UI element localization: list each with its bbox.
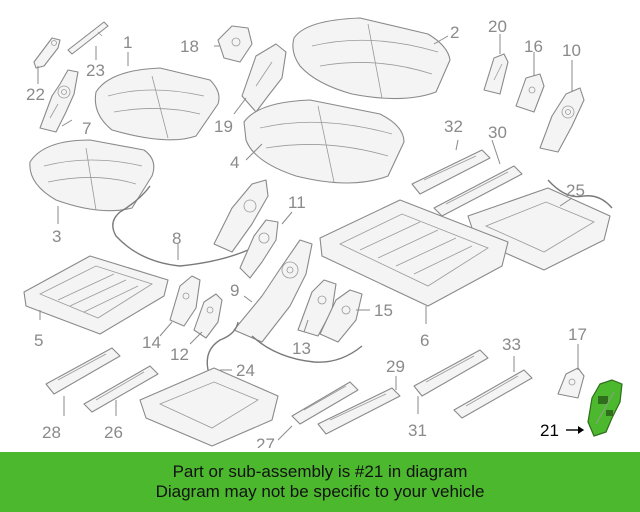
callout-25: 25 [566, 181, 585, 200]
part-23-rod[interactable] [67, 21, 109, 55]
part-33-track-rail[interactable] [453, 369, 533, 419]
callout-10: 10 [562, 41, 581, 60]
part-20-bracket[interactable] [483, 53, 509, 95]
part-17-bracket[interactable] [557, 367, 585, 399]
callout-16: 16 [524, 37, 543, 56]
info-banner: Part or sub-assembly is #21 in diagram D… [0, 452, 640, 512]
callout-33: 33 [502, 335, 521, 354]
part-26-track-rail[interactable] [83, 365, 159, 413]
banner-line-part-number: Part or sub-assembly is #21 in diagram [172, 462, 468, 481]
callout-21: 21 [540, 421, 559, 440]
part-14-bracket[interactable] [169, 275, 201, 327]
part-22-bracket[interactable] [33, 37, 61, 69]
leader-lines [37, 34, 584, 441]
callout-9: 9 [230, 281, 239, 300]
part-3-lower-cushion[interactable] [29, 139, 155, 212]
part-21-highlighted[interactable] [587, 379, 623, 437]
callout-11: 11 [288, 193, 306, 212]
callout-32: 32 [444, 117, 463, 136]
part-24-seat-frame[interactable] [139, 321, 279, 447]
part-8-cable[interactable] [112, 185, 249, 267]
part-6-seat-frame[interactable] [319, 199, 509, 307]
recliner-cable[interactable] [251, 335, 363, 363]
part-15-bracket[interactable] [319, 289, 363, 343]
banner-line-disclaimer: Diagram may not be specific to your vehi… [155, 482, 485, 501]
part-9-recliner-assembly[interactable] [233, 239, 313, 343]
callout-12: 12 [170, 345, 189, 364]
callout-5: 5 [34, 331, 43, 350]
part-30-track-rail[interactable] [433, 165, 523, 217]
part-16-bracket[interactable] [515, 73, 545, 113]
callout-15: 15 [374, 301, 393, 320]
callout-28: 28 [42, 423, 61, 442]
callout-27: 27 [256, 435, 275, 448]
callout-30: 30 [488, 123, 507, 142]
callout-24: 24 [236, 361, 255, 380]
seatback-frame-bracket[interactable] [213, 179, 269, 253]
callout-21-arrow [566, 426, 584, 434]
callout-29: 29 [386, 357, 405, 376]
part-32-track-rail[interactable] [411, 149, 491, 195]
seat-parts-exploded-diagram: 1 2 3 4 5 6 7 8 9 10 11 12 13 14 15 16 1… [23, 17, 623, 448]
callout-31: 31 [408, 421, 427, 440]
callout-8: 8 [172, 229, 181, 248]
callout-18: 18 [180, 37, 199, 56]
part-31-track-rail[interactable] [413, 349, 489, 397]
callout-23: 23 [86, 61, 105, 80]
callout-1: 1 [123, 33, 132, 52]
part-11-bracket[interactable] [239, 219, 279, 279]
callout-4: 4 [230, 153, 239, 172]
part-10-recliner[interactable] [539, 87, 585, 153]
part-7-recliner-bracket[interactable] [39, 69, 79, 133]
part-5-seat-frame[interactable] [23, 255, 169, 335]
part-12-bracket[interactable] [193, 293, 223, 339]
callout-3: 3 [52, 227, 61, 246]
part-2-seatback-cushion[interactable] [292, 17, 451, 100]
part-18-bracket[interactable] [217, 25, 253, 63]
callout-17: 17 [568, 325, 587, 344]
callout-labels: 1 2 3 4 5 6 7 8 9 10 11 12 13 14 15 16 1… [26, 17, 587, 448]
callout-19: 19 [214, 117, 233, 136]
part-4-cushion[interactable] [243, 99, 405, 184]
part-29-rail[interactable] [317, 387, 401, 435]
callout-20: 20 [488, 17, 507, 36]
callout-14: 14 [142, 333, 161, 352]
callout-6: 6 [420, 331, 429, 350]
callout-7: 7 [82, 119, 91, 138]
callout-22: 22 [26, 85, 45, 104]
callout-13: 13 [292, 339, 311, 358]
part-1-seat-cushion[interactable] [94, 67, 220, 141]
part-28-track-rail[interactable] [45, 347, 121, 395]
part-27-track-rail[interactable] [291, 381, 359, 425]
callout-2: 2 [450, 23, 459, 42]
callout-26: 26 [104, 423, 123, 442]
part-19-side-bracket[interactable] [241, 43, 287, 113]
